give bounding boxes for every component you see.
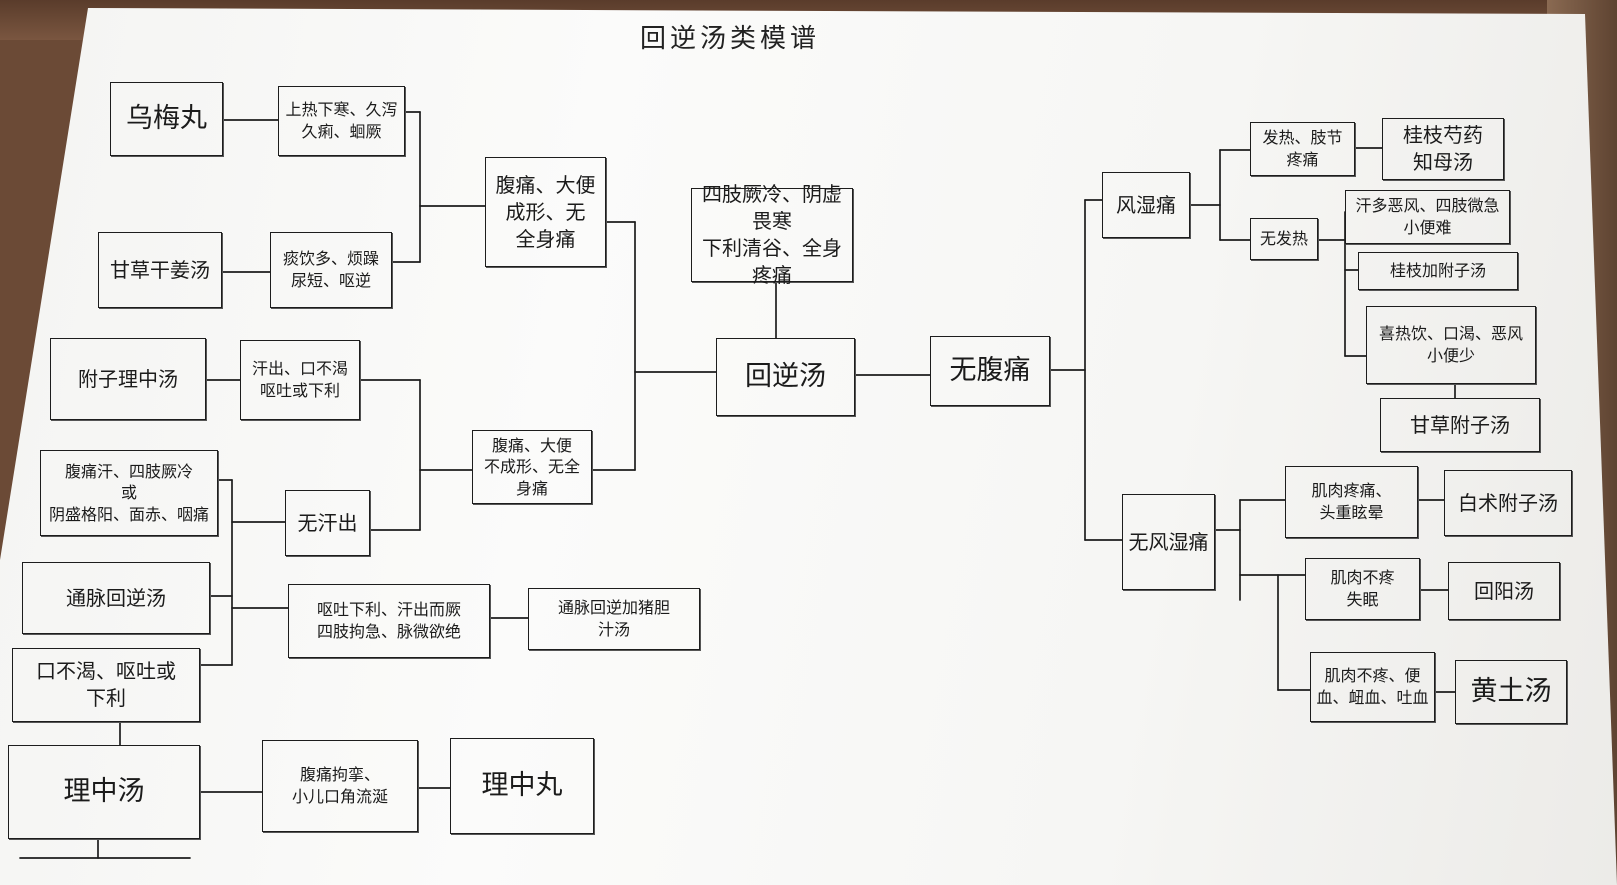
node-gancao-fuzi-decoction: 甘草附子汤: [1380, 398, 1540, 452]
node-abd-cramps-drooling: 腹痛拘挛、 小儿口角流涎: [262, 740, 418, 832]
node-no-abdominal-pain: 无腹痛: [930, 336, 1050, 406]
node-baizhu-fuzi-decoction: 白术附子汤: [1444, 470, 1572, 536]
node-gancao-ganjiang-decoction: 甘草干姜汤: [98, 232, 222, 308]
node-guizhi-fuzi-decoction: 桂枝加附子汤: [1358, 252, 1518, 290]
node-abd-pain-diarrhea-cold-limbs: 腹痛汗、四肢厥冷 或 阴盛格阳、面赤、咽痛: [40, 450, 218, 536]
node-rheumatic-pain: 风湿痛: [1102, 172, 1190, 238]
node-tongmai-huini-decoction: 通脉回逆汤: [22, 562, 210, 634]
node-huangtu-decoction: 黄土汤: [1455, 660, 1567, 724]
node-muscle-pain-dizziness: 肌肉疼痛、 头重眩晕: [1285, 466, 1418, 538]
node-no-muscle-pain-insomnia: 肌肉不疼 失眠: [1305, 558, 1420, 620]
diagram-title: 回逆汤类模谱: [640, 24, 821, 54]
node-wumei-pill: 乌梅丸: [110, 82, 223, 156]
node-no-rheumatic-pain: 无风湿痛: [1122, 494, 1215, 590]
node-root: 回逆汤: [716, 338, 855, 416]
node-upper-heat-lower-cold: 上热下寒、久泻 久痢、蛔厥: [278, 86, 405, 156]
node-no-fever: 无发热: [1250, 218, 1318, 260]
node-lizhong-pill: 理中丸: [450, 738, 594, 834]
node-prefer-hot-drinks: 喜热饮、口渴、恶风 小便少: [1366, 306, 1536, 384]
node-phlegm-irritability: 痰饮多、烦躁 尿短、呕逆: [270, 232, 392, 308]
node-abd-pain-stool-unformed: 腹痛、大便 不成形、无全身痛: [472, 430, 592, 504]
node-abd-pain-stool-formed: 腹痛、大便 成形、无 全身痛: [485, 157, 606, 267]
node-huiyang-decoction: 回阳汤: [1448, 562, 1560, 620]
node-sweating-aversion-wind: 汗多恶风、四肢微急 小便难: [1345, 190, 1510, 244]
node-no-muscle-pain-bleeding: 肌肉不疼、便 血、衄血、吐血: [1310, 652, 1435, 722]
node-root-symptoms: 四肢厥冷、阴虚畏寒 下利清谷、全身疼痛: [691, 182, 853, 287]
node-no-thirst-vomiting: 口不渴、呕吐或 下利: [12, 648, 200, 722]
node-guizhi-shaoyao-zhimu-decoction: 桂枝芍药 知母汤: [1382, 118, 1504, 180]
node-sweating-no-thirst: 汗出、口不渴 呕吐或下利: [240, 340, 360, 420]
node-tongmai-pig-bile-decoction: 通脉回逆加猪胆 汁汤: [528, 588, 700, 650]
node-fuzi-lizhong-decoction: 附子理中汤: [50, 338, 206, 420]
node-lizhong-decoction: 理中汤: [8, 745, 200, 839]
node-vomiting-diarrhea-faint-pulse: 呕吐下利、汗出而厥 四肢拘急、脉微欲绝: [288, 584, 490, 658]
node-fever-joint-pain: 发热、肢节疼痛: [1250, 122, 1355, 176]
node-no-sweating: 无汗出: [285, 490, 370, 556]
